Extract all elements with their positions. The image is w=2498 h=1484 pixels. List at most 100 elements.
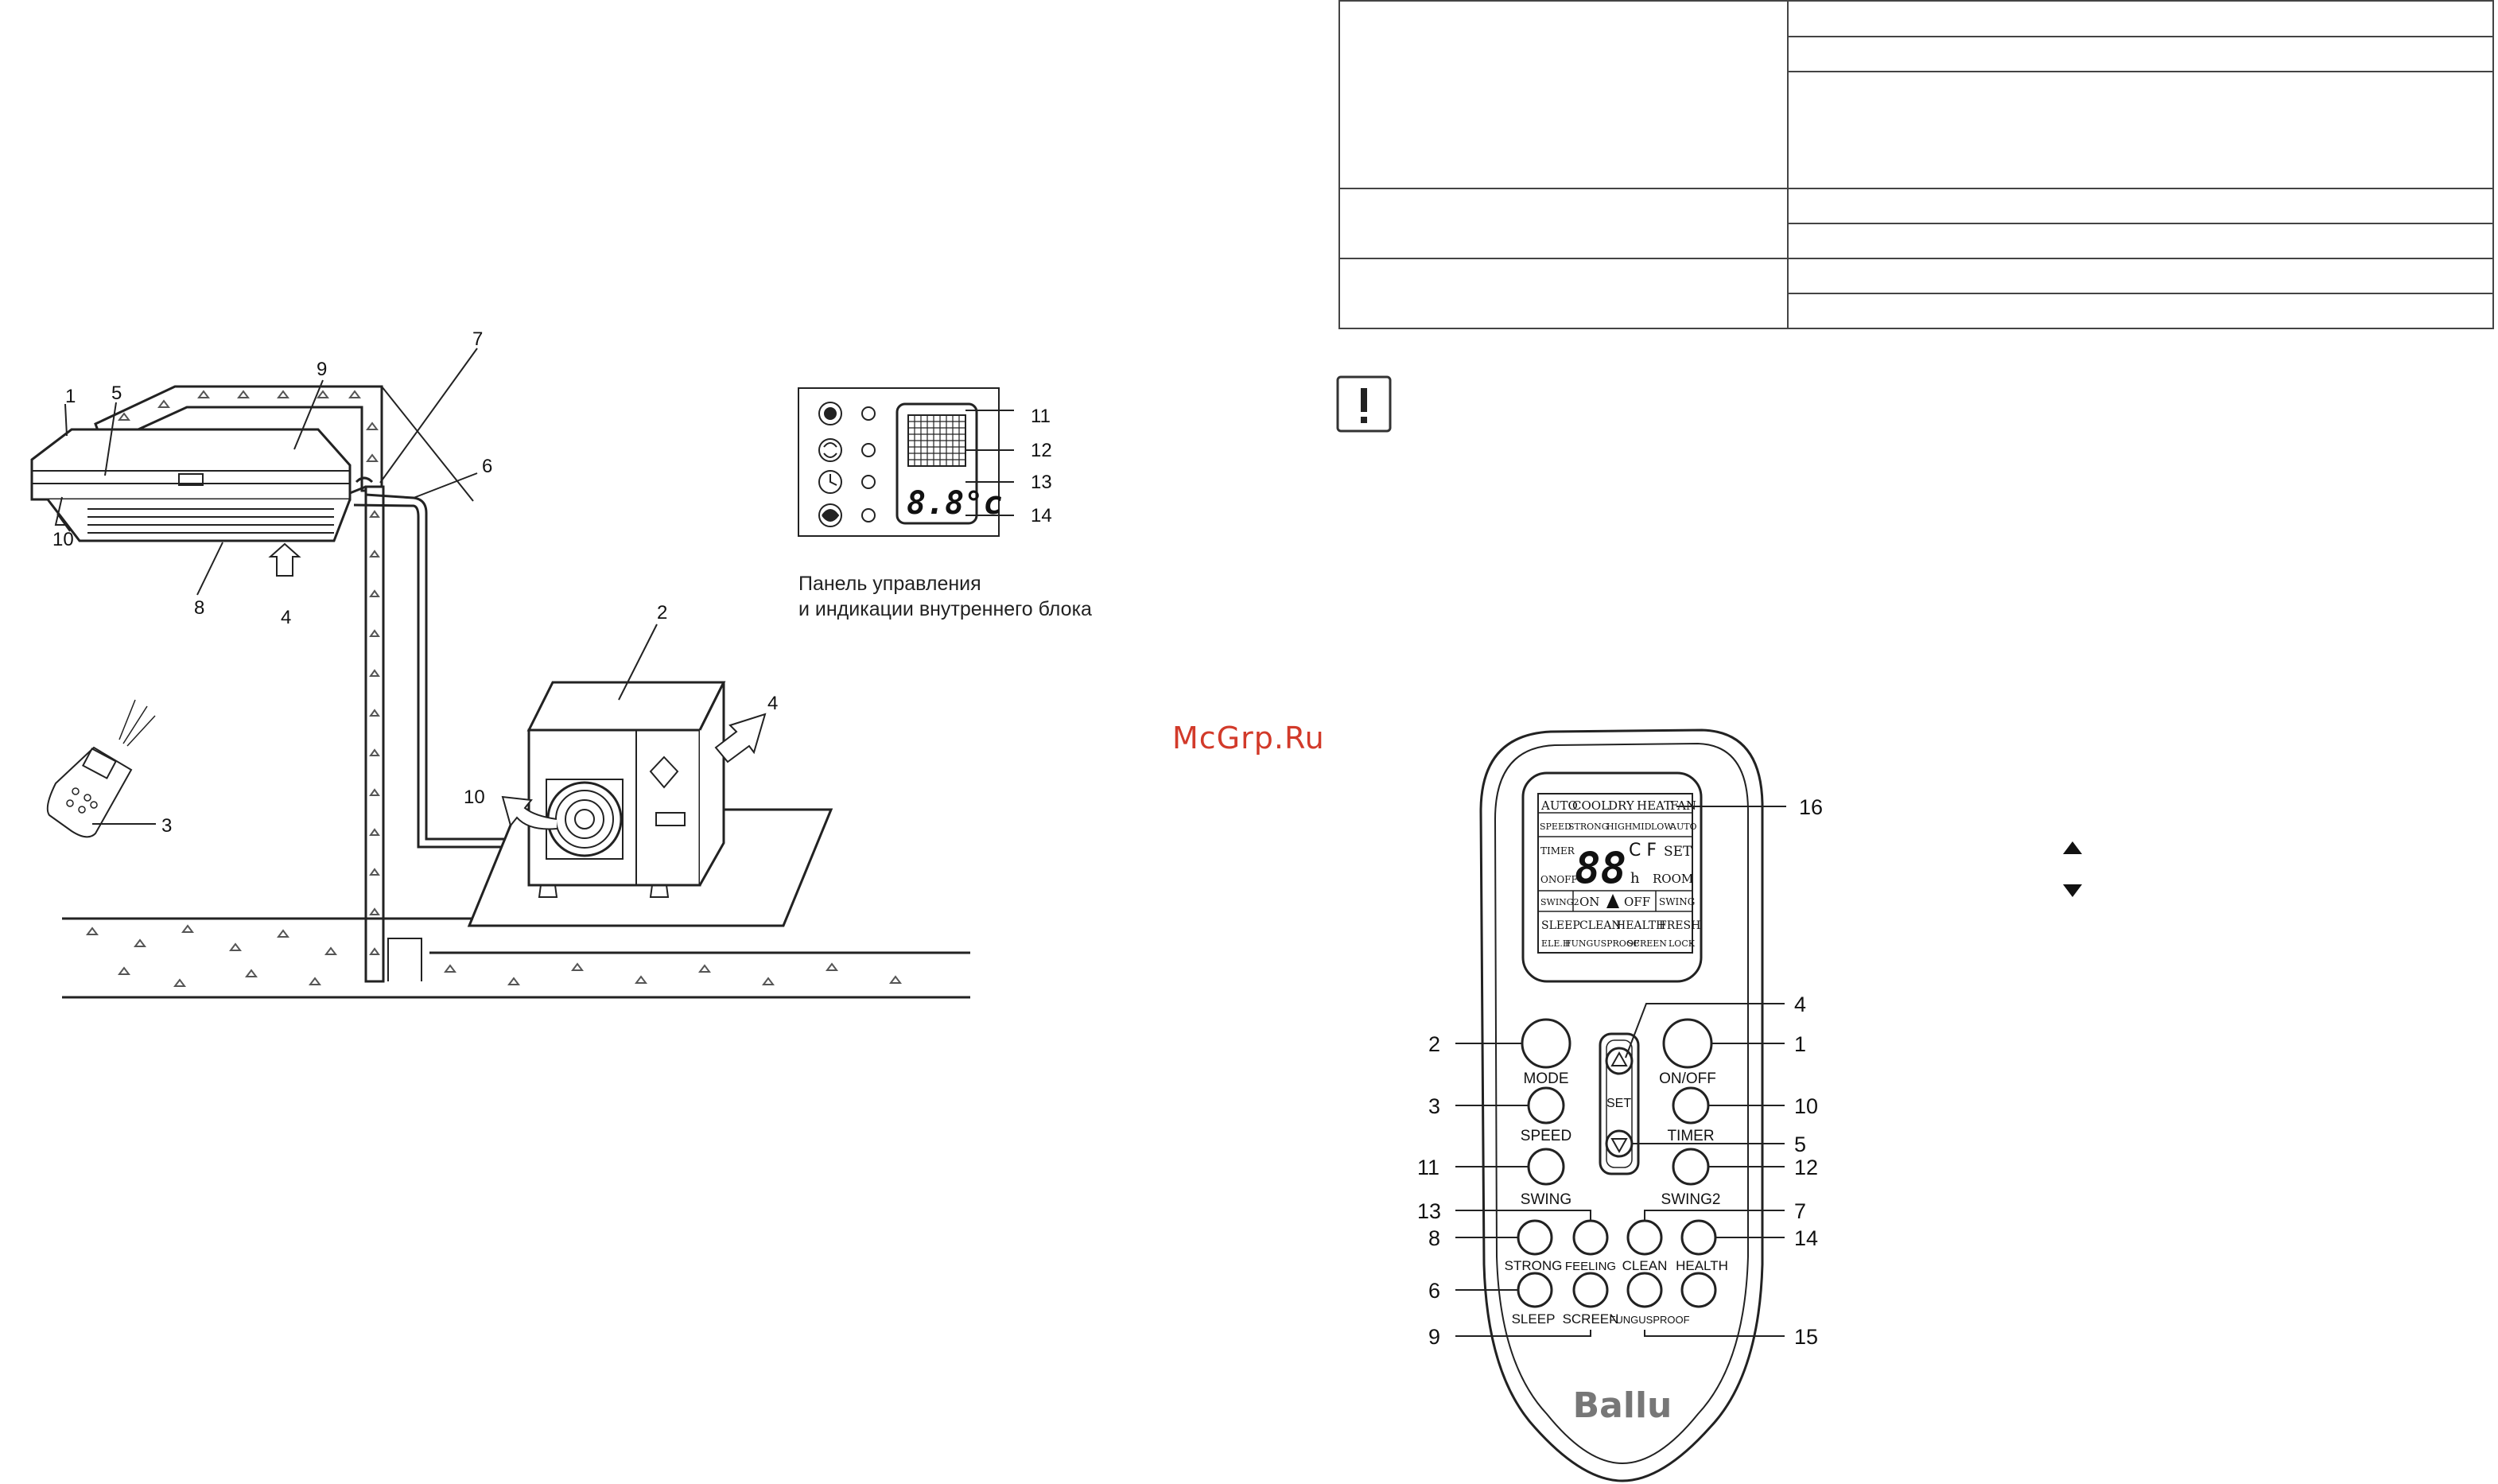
callout-number: 1 bbox=[1794, 1032, 1806, 1056]
table-cell bbox=[1787, 258, 2494, 294]
exclamation-icon bbox=[1336, 375, 1392, 433]
dummy-button[interactable] bbox=[1680, 1272, 1717, 1308]
lcd-label: ROOM bbox=[1653, 872, 1693, 886]
lcd-label: SLEEP bbox=[1541, 919, 1580, 932]
indoor-panel-caption: Панель управления и индикации внутреннег… bbox=[798, 571, 1092, 622]
table-cell bbox=[1787, 223, 2494, 259]
lcd-label: DRY bbox=[1608, 798, 1635, 813]
caption-line: Панель управления bbox=[798, 573, 981, 595]
table-cell bbox=[1338, 258, 1789, 329]
callout-number: 12 bbox=[1031, 440, 1052, 461]
callout-number: 8 bbox=[194, 597, 204, 619]
health-button[interactable] bbox=[1680, 1219, 1717, 1256]
callout-number: 14 bbox=[1794, 1226, 1818, 1250]
table-cell bbox=[1787, 71, 2494, 189]
callout-number: 16 bbox=[1799, 795, 1823, 819]
callout-number: 10 bbox=[52, 529, 74, 550]
up-triangle-icon bbox=[2063, 841, 2082, 854]
speed-button[interactable] bbox=[1527, 1086, 1565, 1125]
onoff-button[interactable] bbox=[1662, 1018, 1713, 1069]
down-triangle-icon bbox=[2063, 884, 2082, 897]
fan-icon bbox=[818, 438, 842, 462]
screen-button[interactable] bbox=[1572, 1272, 1609, 1308]
callout-number: 11 bbox=[1031, 406, 1051, 427]
lcd-label: C F bbox=[1629, 841, 1657, 860]
lcd-label: SWING2 bbox=[1540, 897, 1579, 907]
button-label: CLEAN bbox=[1622, 1258, 1668, 1273]
callout-number: 6 bbox=[1428, 1279, 1440, 1303]
callout-number: 10 bbox=[464, 787, 485, 808]
callout-number: 4 bbox=[1794, 993, 1806, 1016]
callout-number: 13 bbox=[1031, 472, 1052, 493]
indoor-control-panel: 8.8°c 11 12 13 14 bbox=[798, 387, 1052, 537]
caption-line: и индикации внутреннего блока bbox=[798, 598, 1092, 620]
table-cell bbox=[1338, 188, 1789, 259]
callout-number: 15 bbox=[1794, 1325, 1818, 1349]
callout-number: 3 bbox=[1428, 1094, 1440, 1118]
remote-control: AUTO COOL DRY HEAT FAN SPEED STRONG HIGH… bbox=[1417, 728, 1823, 1482]
lcd-label: CLEAN bbox=[1579, 919, 1622, 932]
lcd-digits: 88 bbox=[1575, 843, 1626, 893]
callout-number: 10 bbox=[1794, 1094, 1818, 1118]
callout-number: 7 bbox=[472, 328, 483, 350]
temp-down-button[interactable] bbox=[1605, 1129, 1634, 1158]
feeling-button[interactable] bbox=[1572, 1219, 1609, 1256]
button-label: ON/OFF bbox=[1659, 1070, 1716, 1087]
strong-button[interactable] bbox=[1517, 1219, 1553, 1256]
lcd-label: h bbox=[1630, 870, 1640, 887]
lcd-label: HEAT bbox=[1637, 798, 1672, 813]
callout-number: 9 bbox=[1428, 1325, 1440, 1349]
button-label: FEELING bbox=[1565, 1260, 1616, 1273]
lcd-label: HIGH bbox=[1606, 822, 1632, 832]
swing-button[interactable] bbox=[1527, 1148, 1565, 1186]
timer-button[interactable] bbox=[1672, 1086, 1710, 1125]
lcd-label: LOW bbox=[1651, 822, 1673, 832]
lcd-label: ONOFF bbox=[1540, 874, 1578, 885]
callout-number: 9 bbox=[317, 359, 327, 380]
clean-button[interactable] bbox=[1626, 1219, 1663, 1256]
fungusproof-button[interactable] bbox=[1626, 1272, 1663, 1308]
remote-lcd bbox=[1537, 793, 1693, 954]
callout-number: 8 bbox=[1428, 1226, 1440, 1250]
lcd-label: OFF bbox=[1624, 895, 1650, 909]
lcd-label: AUTO bbox=[1669, 822, 1697, 832]
button-label: SPEED bbox=[1521, 1128, 1571, 1144]
up-arrow-icon bbox=[1610, 1051, 1628, 1066]
lcd-label: ON bbox=[1579, 895, 1599, 909]
button-label: FUNGUSPROOF bbox=[1609, 1314, 1689, 1326]
down-arrow-icon bbox=[1610, 1138, 1628, 1154]
callout-number: 2 bbox=[1428, 1032, 1440, 1056]
brand-logo: Ballu bbox=[1573, 1385, 1672, 1426]
button-label: HEALTH bbox=[1676, 1258, 1728, 1273]
lcd-label: SCREEN bbox=[1627, 938, 1667, 949]
installation-diagram bbox=[30, 348, 970, 999]
button-label: SCREEN bbox=[1563, 1311, 1619, 1327]
callout-number: 7 bbox=[1794, 1199, 1806, 1223]
lcd-label: ELE.H bbox=[1541, 938, 1570, 949]
lcd-label: FRESH bbox=[1659, 919, 1700, 932]
lcd-label: LOCK bbox=[1669, 938, 1696, 949]
lcd-label: HEALTH bbox=[1616, 919, 1665, 932]
table-cell bbox=[1338, 0, 1789, 189]
lcd-label: COOL bbox=[1572, 798, 1609, 813]
callout-number: 11 bbox=[1417, 1156, 1439, 1179]
temp-up-button[interactable] bbox=[1605, 1047, 1634, 1075]
button-label: TIMER bbox=[1667, 1128, 1714, 1144]
sleep-button[interactable] bbox=[1517, 1272, 1553, 1308]
lcd-label: MID bbox=[1632, 822, 1652, 832]
swing2-button[interactable] bbox=[1672, 1148, 1710, 1186]
callout-number: 4 bbox=[281, 607, 291, 628]
callout-number: 14 bbox=[1031, 505, 1052, 526]
lcd-label: SWING bbox=[1659, 896, 1695, 907]
button-label: SWING2 bbox=[1661, 1191, 1721, 1208]
mode-button[interactable] bbox=[1521, 1018, 1571, 1069]
panel-display: 8.8°c bbox=[907, 485, 1002, 522]
callout-number: 4 bbox=[767, 693, 778, 714]
callout-number: 5 bbox=[111, 383, 122, 404]
lcd-label: SPEED bbox=[1540, 822, 1571, 832]
callout-number: 3 bbox=[161, 815, 172, 837]
set-label: SET bbox=[1606, 1097, 1631, 1110]
button-label: SLEEP bbox=[1512, 1311, 1556, 1327]
table-cell bbox=[1787, 188, 2494, 224]
